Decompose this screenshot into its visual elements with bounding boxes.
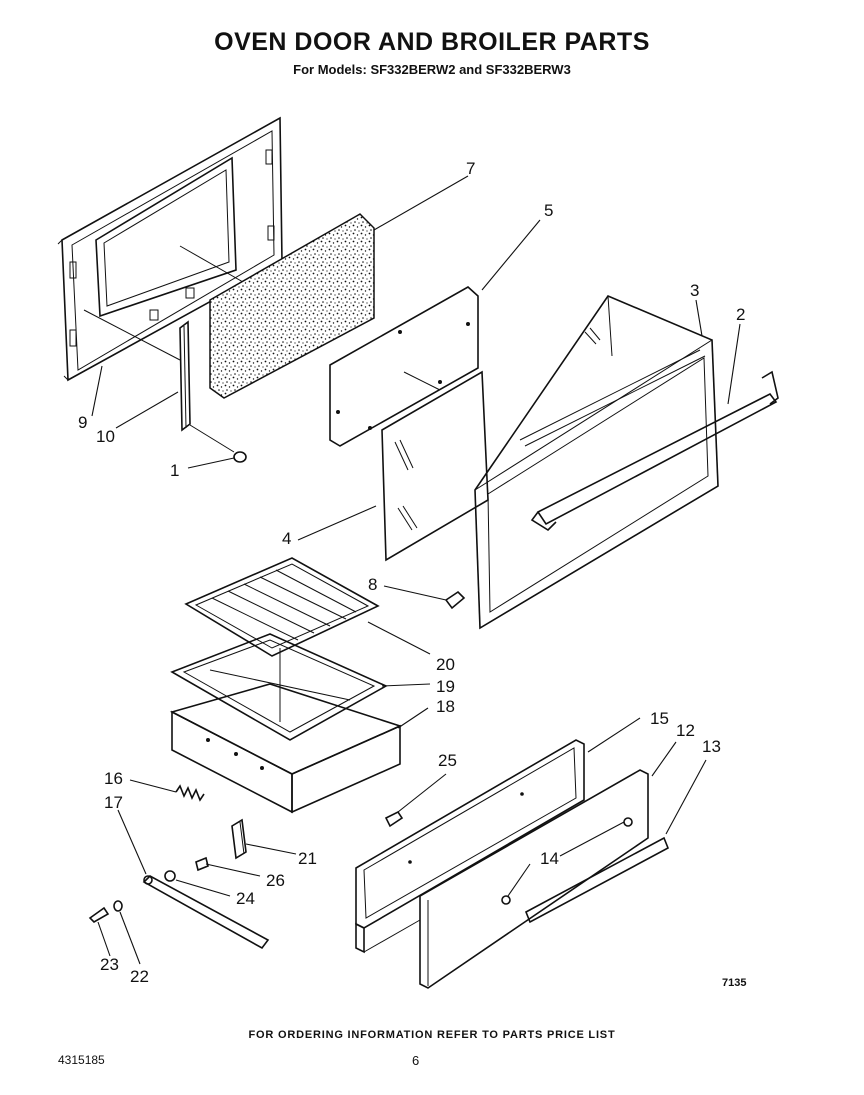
callout-4: 4 bbox=[282, 529, 291, 548]
outer-door-frame bbox=[474, 295, 719, 630]
callout-24: 24 bbox=[236, 889, 255, 908]
hinge-channel bbox=[83, 309, 235, 453]
callout-3: 3 bbox=[690, 281, 699, 300]
broiler-grid bbox=[184, 557, 380, 657]
callout-22: 22 bbox=[130, 967, 149, 986]
screw-part-1 bbox=[233, 451, 247, 463]
drawer-panel bbox=[355, 739, 585, 954]
heat-shield bbox=[329, 286, 479, 447]
models-subtitle: For Models: SF332BERW2 and SF332BERW3 bbox=[293, 62, 571, 77]
page-title: OVEN DOOR AND BROILER PARTS bbox=[214, 28, 650, 56]
callout-9: 9 bbox=[78, 413, 87, 432]
callout-25: 25 bbox=[438, 751, 457, 770]
callout-labels: 7 5 3 2 4 1 9 10 8 20 19 18 15 12 13 25 … bbox=[78, 159, 745, 986]
callout-10: 10 bbox=[96, 427, 115, 446]
callout-14: 14 bbox=[540, 849, 559, 868]
broiler-rail-assembly bbox=[88, 870, 270, 950]
figure-code: 7135 bbox=[722, 977, 747, 989]
callout-2: 2 bbox=[736, 305, 745, 324]
callout-12: 12 bbox=[676, 721, 695, 740]
leader-lines bbox=[91, 175, 741, 965]
callout-16: 16 bbox=[104, 769, 123, 788]
callout-18: 18 bbox=[436, 697, 455, 716]
callout-13: 13 bbox=[702, 737, 721, 756]
callout-5: 5 bbox=[544, 201, 553, 220]
door-insulation bbox=[209, 213, 375, 399]
document-number: 4315185 bbox=[58, 1053, 105, 1067]
spring-part-16 bbox=[175, 784, 205, 802]
ordering-note: FOR ORDERING INFORMATION REFER TO PARTS … bbox=[248, 1029, 616, 1041]
drawer-handle bbox=[524, 836, 670, 924]
callout-1: 1 bbox=[170, 461, 179, 480]
clip-part-8 bbox=[444, 590, 466, 610]
callout-26: 26 bbox=[266, 871, 285, 890]
callout-19: 19 bbox=[436, 677, 455, 696]
latch-bracket bbox=[231, 818, 247, 860]
screw-part-26 bbox=[195, 856, 209, 872]
door-handle bbox=[530, 370, 779, 532]
callout-23: 23 bbox=[100, 955, 119, 974]
callout-20: 20 bbox=[436, 655, 455, 674]
page-number: 6 bbox=[412, 1053, 420, 1068]
callout-21: 21 bbox=[298, 849, 317, 868]
drawer-front bbox=[419, 769, 649, 989]
door-glass bbox=[381, 370, 489, 562]
callout-15: 15 bbox=[650, 709, 669, 728]
callout-7: 7 bbox=[466, 159, 475, 178]
callout-8: 8 bbox=[368, 575, 377, 594]
callout-17: 17 bbox=[104, 793, 123, 812]
broiler-pan bbox=[169, 683, 403, 814]
clip-part-25 bbox=[384, 810, 404, 828]
screws-part-14 bbox=[501, 817, 633, 905]
